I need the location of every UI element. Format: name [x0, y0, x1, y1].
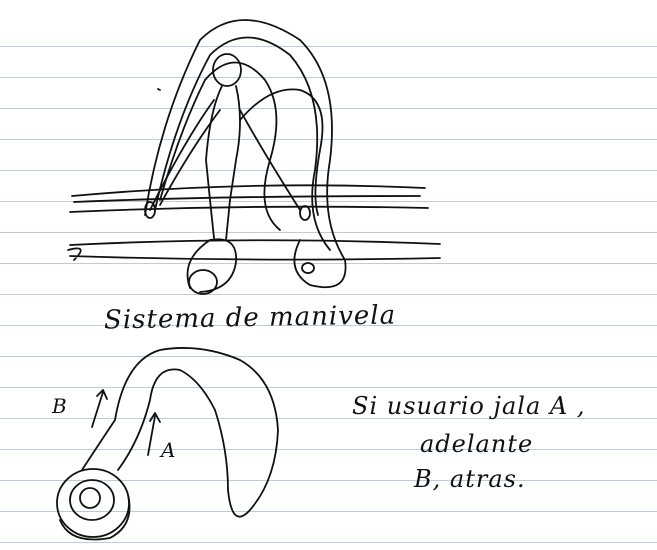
drum-middle [69, 479, 115, 521]
figure-right-arm [239, 109, 301, 211]
label-a: A [161, 438, 177, 462]
left-foot-band [186, 238, 237, 293]
arrow-b [91, 389, 108, 428]
arrow-a [147, 412, 161, 456]
outer-loop [144, 19, 347, 289]
drum-inner [79, 487, 101, 509]
right-hand [299, 205, 311, 221]
figure-body [205, 85, 241, 241]
note-line-1: Si usuario jala A , [352, 392, 586, 420]
lower-platform [67, 239, 441, 261]
hairpin-loop [81, 347, 279, 518]
upper-platform [69, 184, 429, 213]
outer-loop-2 [154, 36, 331, 251]
left-hand [144, 201, 156, 219]
inner-loop [159, 61, 281, 231]
stray-dot [157, 88, 161, 91]
right-foot-drum [301, 262, 315, 274]
note-line-3: B, atras. [414, 465, 526, 493]
label-b: B [52, 394, 68, 418]
note-line-2: adelante [420, 430, 534, 458]
figure-head [212, 53, 242, 87]
drawing-caption: Sistema de manivela [103, 300, 397, 336]
drum-band [59, 494, 131, 541]
back-loop [239, 88, 324, 216]
